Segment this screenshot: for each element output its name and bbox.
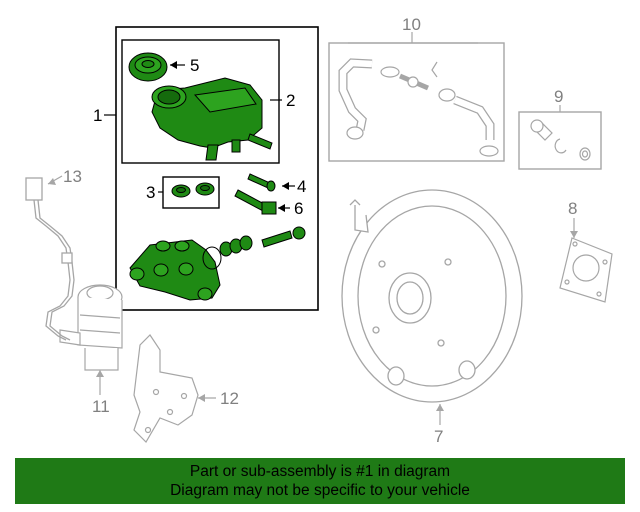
notice-banner: Part or sub-assembly is #1 in diagram Di… [15,458,625,504]
reservoir-group-frame [121,39,280,164]
callout-13[interactable]: 13 [63,167,82,186]
reservoir-grommets-part[interactable] [171,182,215,198]
callout-5[interactable]: 5 [190,56,199,75]
assembly-1-frame [115,26,319,311]
vacuum-hose-part[interactable] [338,58,499,157]
callout-6[interactable]: 6 [294,199,303,218]
callout-7[interactable]: 7 [434,427,443,446]
master-cylinder-part[interactable] [129,239,222,301]
parts-diagram: 1 2 3 4 5 6 7 8 9 10 11 12 13 [25,15,613,446]
piston-assembly-part[interactable] [219,226,306,257]
callout-4[interactable]: 4 [297,177,306,196]
callout-8[interactable]: 8 [568,199,577,218]
brake-booster-part[interactable] [341,189,523,403]
reservoir-cap-part[interactable] [128,52,168,82]
gasket-part[interactable] [559,237,613,303]
arrowheads [48,61,578,411]
banner-line-2: Diagram may not be specific to your vehi… [170,482,470,499]
callout-9[interactable]: 9 [554,87,563,106]
callout-12[interactable]: 12 [220,389,239,408]
callout-1[interactable]: 1 [93,106,102,125]
callout-3[interactable]: 3 [146,183,155,202]
fluid-reservoir-part[interactable] [151,77,273,161]
callout-11[interactable]: 11 [92,397,110,416]
bracket-part[interactable] [133,334,199,443]
bolt-part[interactable] [247,173,276,192]
check-valve-part[interactable] [530,119,591,161]
callout-10[interactable]: 10 [402,15,421,34]
wiring-harness-part[interactable] [25,177,75,341]
vacuum-pump-part[interactable] [59,284,123,371]
callout-2[interactable]: 2 [286,91,295,110]
pin-part[interactable] [234,189,277,215]
banner-line-1: Part or sub-assembly is #1 in diagram [189,463,451,480]
